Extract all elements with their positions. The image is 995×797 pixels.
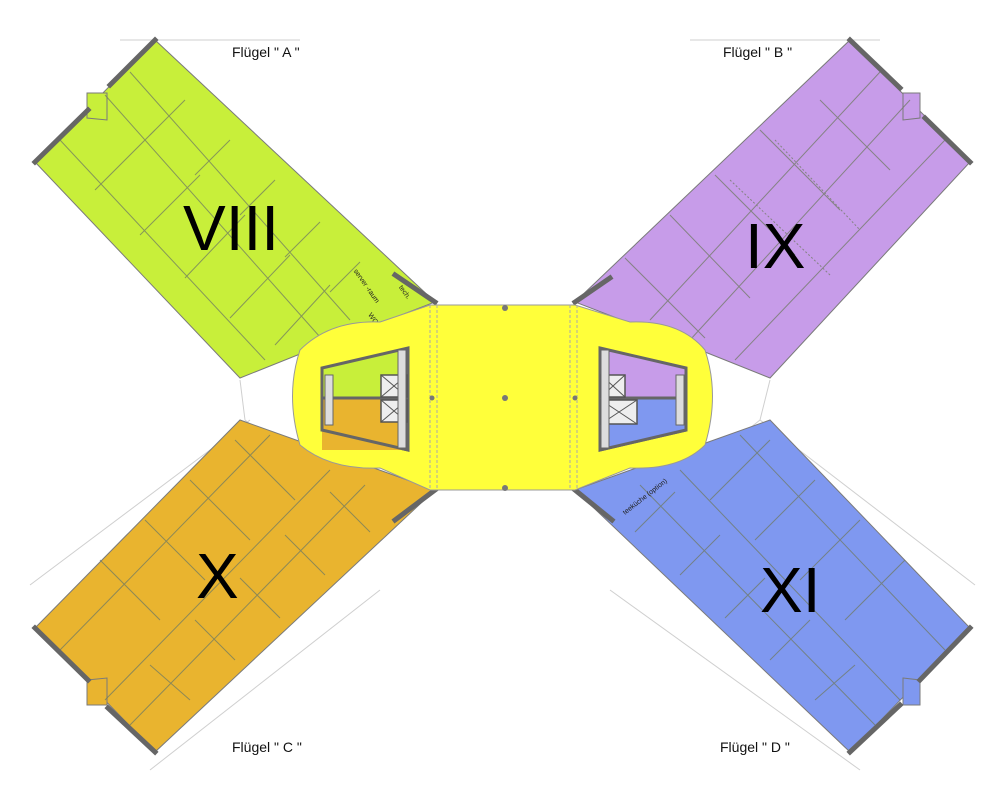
wing-c-bump <box>86 677 108 706</box>
wing-d-bump <box>902 677 921 706</box>
wing-a-title: Flügel " A " <box>232 44 300 60</box>
right-service-core <box>598 346 688 452</box>
wing-b-number: IX <box>745 210 805 282</box>
wing-b-bump <box>902 92 921 121</box>
wing-b-title: Flügel " B " <box>723 44 792 60</box>
wing-a-number: VIII <box>183 192 279 264</box>
wing-d-title: Flügel " D " <box>720 739 790 755</box>
wing-a-bump <box>86 92 108 121</box>
left-service-core <box>320 346 410 452</box>
wing-c: Flügel " C " X <box>31 419 439 756</box>
wing-a: Flügel " A " VIII server -raum tech. WC <box>31 36 439 379</box>
wing-b: Flügel " B " IX <box>571 36 974 379</box>
dimension-lines <box>29 39 976 771</box>
wing-c-number: X <box>196 540 239 612</box>
wing-d: Flügel " D " XI teeküche (option) <box>571 419 974 756</box>
wing-c-title: Flügel " C " <box>232 739 302 755</box>
central-core <box>292 304 713 491</box>
wing-d-number: XI <box>760 554 820 626</box>
